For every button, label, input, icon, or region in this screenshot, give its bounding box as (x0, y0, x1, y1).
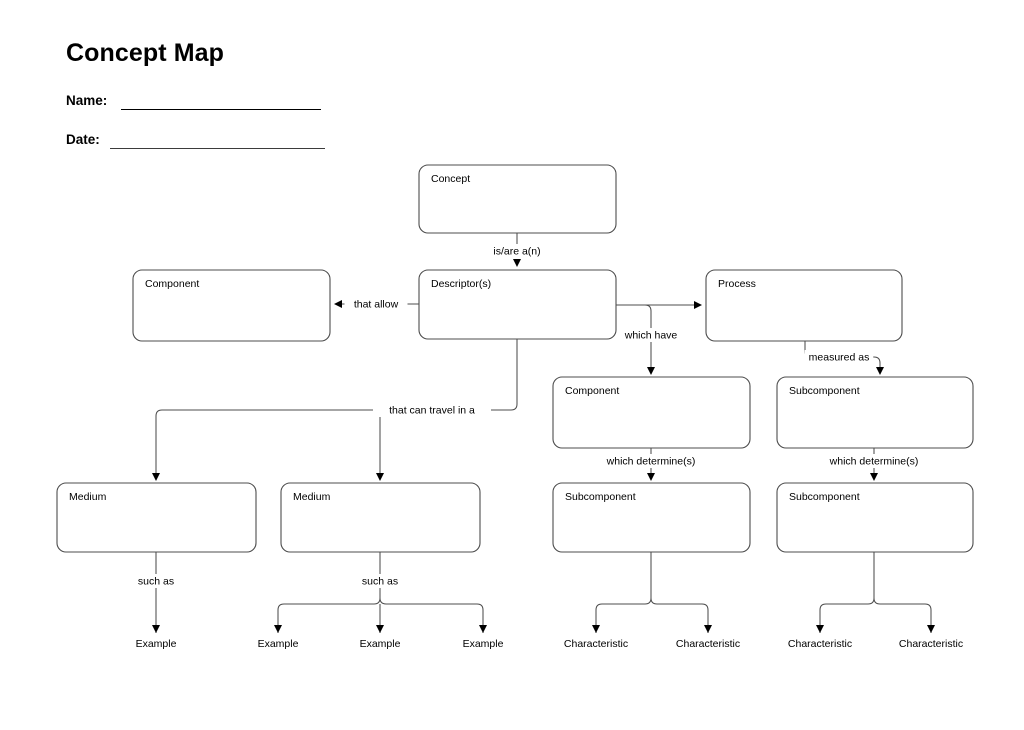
edge-label-mask (373, 403, 491, 417)
arrowhead-icon-ah-example1 (152, 625, 160, 633)
edge-label-e-process-subcomp: measured as (809, 351, 870, 363)
arrowhead-icon-ah-subcompr2 (870, 473, 878, 481)
edge-labels-layer: is/are a(n) that allow which have measured … (132, 244, 928, 588)
arrowhead-icon-ah-medium2 (376, 473, 384, 481)
node-component_l[interactable]: Component (132, 269, 331, 342)
edge-label-mask (820, 454, 928, 468)
edge-label-mask (482, 244, 552, 258)
node-label: Medium (69, 491, 107, 503)
edge-e-subcompm2-characs (595, 552, 709, 633)
page-title: Concept Map (66, 39, 225, 67)
node-label: Process (718, 278, 756, 290)
edge-label-e-subcompr1-subcompr2: which determine(s) (829, 455, 919, 467)
node-label: Subcomponent (789, 385, 860, 397)
node-box[interactable] (56, 482, 257, 553)
edge-label-e-concept-descriptors: is/are a(n) (493, 245, 540, 257)
node-label: Medium (293, 491, 331, 503)
node-label: Subcomponent (789, 491, 860, 503)
arrowhead-icon-ah-process (694, 301, 702, 309)
node-box[interactable] (776, 376, 974, 449)
node-medium_1[interactable]: Medium (56, 482, 257, 553)
node-concept[interactable]: Concept (418, 164, 617, 234)
name-field-row: Name: (66, 90, 486, 110)
edge-e-descriptors-mediums (155, 339, 518, 475)
edge-label-mask (344, 297, 408, 311)
edge-label-mask (597, 454, 705, 468)
leaf-label-example_2[interactable]: Example (258, 638, 299, 650)
arrowhead-icon-ah-example3 (376, 625, 384, 633)
edge-label-e-componentm-subcomp: which determine(s) (606, 455, 696, 467)
edge-label-mask (619, 328, 683, 342)
node-descriptors[interactable]: Descriptor(s) (418, 269, 617, 340)
date-field-label: Date: (66, 132, 100, 147)
node-box[interactable] (132, 269, 331, 342)
node-box[interactable] (280, 482, 481, 553)
name-input[interactable] (121, 108, 322, 110)
edge-label-mask (804, 350, 874, 364)
node-box[interactable] (418, 164, 617, 234)
date-input[interactable] (109, 147, 325, 149)
arrowhead-icon-ah-medium1 (152, 473, 160, 481)
edge-label-mask (356, 574, 404, 588)
edge-e-medium2-examples (277, 552, 484, 633)
node-box[interactable] (776, 482, 974, 553)
node-subcomp_r2[interactable]: Subcomponent (776, 482, 974, 553)
node-box[interactable] (552, 376, 751, 449)
node-box[interactable] (552, 482, 751, 553)
arrowhead-icon-ah-example2 (274, 625, 282, 633)
edge-label-mask (132, 574, 180, 588)
leaf-label-example_3[interactable]: Example (360, 638, 401, 650)
edge-label-e-descriptors-mediums: that can travel in a (389, 404, 475, 416)
name-field-label: Name: (66, 93, 108, 108)
node-component_m[interactable]: Component (552, 376, 751, 449)
arrowhead-icon-ah-componentm (647, 367, 655, 375)
leaves-layer: Example Example Example Example Characterist… (136, 638, 964, 650)
worksheet-header: Concept Map Name: Date: (66, 39, 486, 168)
arrowhead-icon-ah-descriptors (513, 259, 521, 267)
edge-label-e-descriptors-componentm: which have (624, 329, 678, 341)
edge-label-e-descriptors-component: that allow (354, 298, 399, 310)
arrowhead-icon-ah-subcompm2 (647, 473, 655, 481)
arrowhead-icon-ah-charac1 (592, 625, 600, 633)
leaf-label-charac_1[interactable]: Characteristic (564, 638, 628, 650)
leaf-label-charac_3[interactable]: Characteristic (788, 638, 852, 650)
node-subcomp_r1[interactable]: Subcomponent (776, 376, 974, 449)
arrowheads-layer (152, 259, 935, 633)
arrowhead-icon-ah-charac4 (927, 625, 935, 633)
edge-e-descriptors-componentm (616, 304, 652, 369)
date-field-row: Date: (66, 129, 486, 149)
leaf-label-charac_2[interactable]: Characteristic (676, 638, 740, 650)
node-label: Descriptor(s) (431, 278, 491, 290)
node-subcomp_m2[interactable]: Subcomponent (552, 482, 751, 553)
edge-label-e-medium1-example: such as (138, 575, 174, 587)
leaf-label-charac_4[interactable]: Characteristic (899, 638, 963, 650)
leaf-label-example_1[interactable]: Example (136, 638, 177, 650)
leaf-label-example_4[interactable]: Example (463, 638, 504, 650)
node-medium_2[interactable]: Medium (280, 482, 481, 553)
node-box[interactable] (418, 269, 617, 340)
edge-label-e-medium2-examples: such as (362, 575, 398, 587)
arrowhead-icon-ah-subcompr1 (876, 367, 884, 375)
node-label: Subcomponent (565, 491, 636, 503)
node-label: Component (145, 278, 199, 290)
arrowhead-icon-ah-component-l (334, 300, 342, 308)
node-label: Component (565, 385, 619, 397)
node-label: Concept (431, 173, 470, 185)
arrowhead-icon-ah-example4 (479, 625, 487, 633)
arrowhead-icon-ah-charac3 (816, 625, 824, 633)
node-process[interactable]: Process (705, 269, 903, 342)
node-box[interactable] (705, 269, 903, 342)
edge-e-subcompr2-characs (819, 552, 932, 633)
arrowhead-icon-ah-charac2 (704, 625, 712, 633)
